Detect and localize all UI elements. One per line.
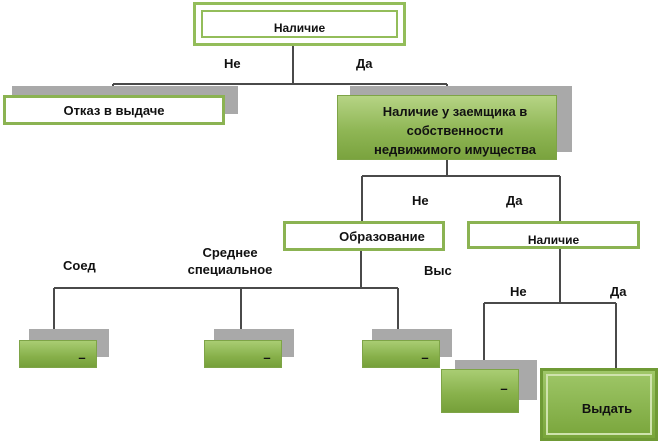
- node-presence-label: Наличие: [527, 233, 580, 247]
- edge-label-property-no: Не: [412, 193, 429, 208]
- edge-label-special: Среднее специальное: [187, 245, 273, 276]
- node-issue-inner: Выдать: [546, 374, 652, 435]
- node-refuse: Отказ в выдаче: [3, 95, 225, 125]
- edge-label-presence-yes: Да: [610, 284, 627, 299]
- edge-label-higher: Выс: [424, 263, 452, 278]
- node-root: Наличие: [193, 2, 406, 46]
- node-education-label: Образование: [339, 228, 425, 244]
- node-presence: Наличие: [467, 221, 640, 249]
- edge-label-presence-no: Не: [510, 284, 527, 299]
- node-property: Наличие у заемщика в собственности недви…: [337, 95, 557, 160]
- edge-label-special-wrap: Среднее специальное: [180, 244, 280, 276]
- node-root-inner: Наличие: [201, 10, 398, 38]
- node-leaf-3: –: [362, 340, 440, 368]
- node-issue-label: Выдать: [581, 401, 633, 416]
- node-leaf-1: –: [19, 340, 97, 368]
- node-leaf-4: –: [441, 369, 519, 413]
- edge-label-root-yes: Да: [356, 56, 373, 71]
- node-issue: Выдать: [540, 368, 658, 441]
- edge-label-property-yes: Да: [506, 193, 523, 208]
- node-refuse-label: Отказ в выдаче: [63, 102, 165, 118]
- node-property-label: Наличие у заемщика в собственности недви…: [373, 104, 537, 157]
- edge-label-root-no: Не: [224, 56, 241, 71]
- node-education: Образование: [283, 221, 445, 251]
- node-leaf-3-label: –: [421, 349, 429, 365]
- node-leaf-4-label: –: [500, 380, 508, 396]
- edge-label-secondary: Соед: [63, 258, 96, 273]
- node-leaf-1-label: –: [78, 349, 86, 365]
- node-leaf-2-label: –: [263, 349, 271, 365]
- node-leaf-2: –: [204, 340, 282, 368]
- node-root-label: Наличие: [273, 21, 326, 35]
